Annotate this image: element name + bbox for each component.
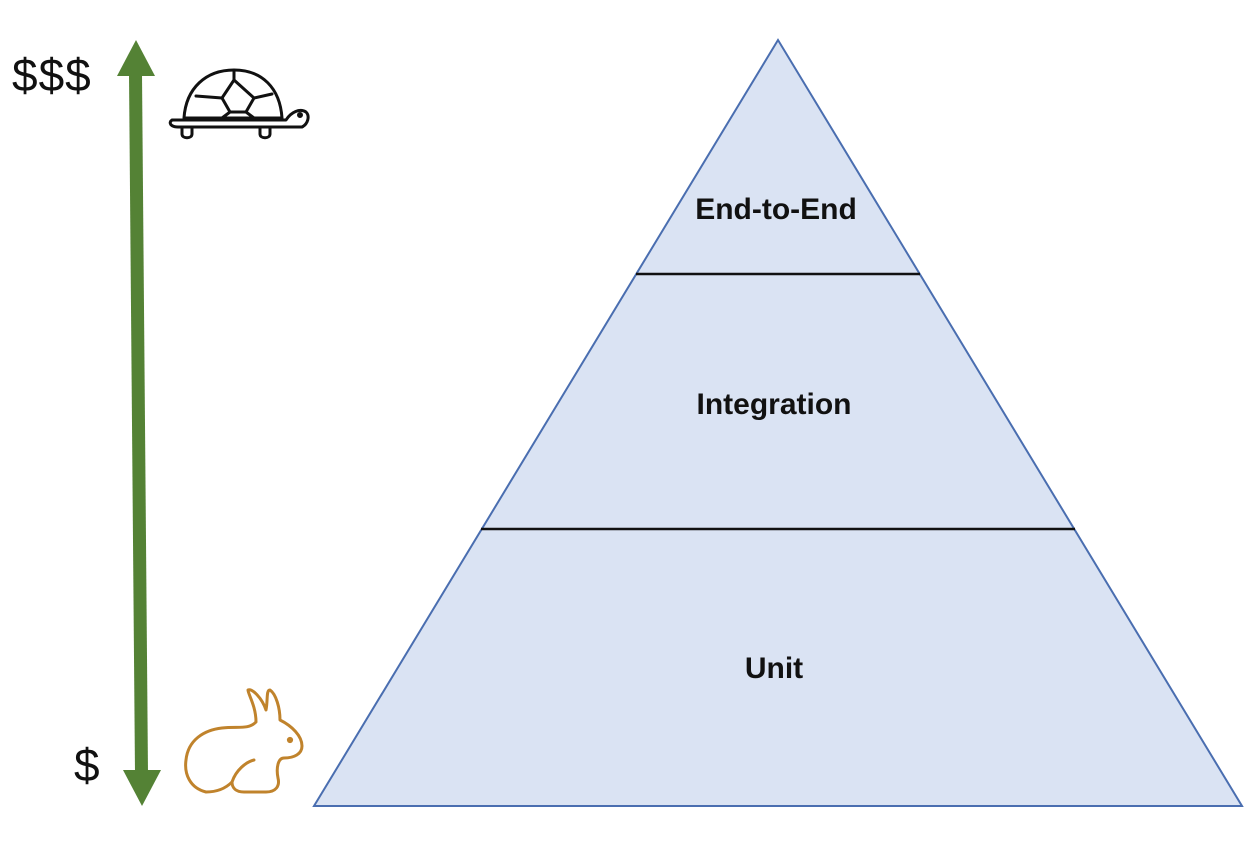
test-pyramid: End-to-End Integration Unit — [312, 38, 1244, 807]
cost-low-label: $ — [74, 739, 100, 791]
tier-label-end-to-end: End-to-End — [695, 193, 857, 226]
cost-arrow-head-top — [117, 40, 155, 76]
tier-label-unit: Unit — [745, 652, 803, 685]
tier-label-integration: Integration — [697, 388, 852, 421]
cost-high-label: $$$ — [12, 49, 92, 101]
turtle-icon — [168, 68, 310, 140]
cost-arrow-shaft — [129, 74, 148, 774]
cost-arrow-head-bottom — [123, 770, 161, 806]
rabbit-icon — [184, 688, 304, 794]
pyramid-body — [312, 38, 1244, 807]
cost-arrow — [117, 40, 161, 806]
